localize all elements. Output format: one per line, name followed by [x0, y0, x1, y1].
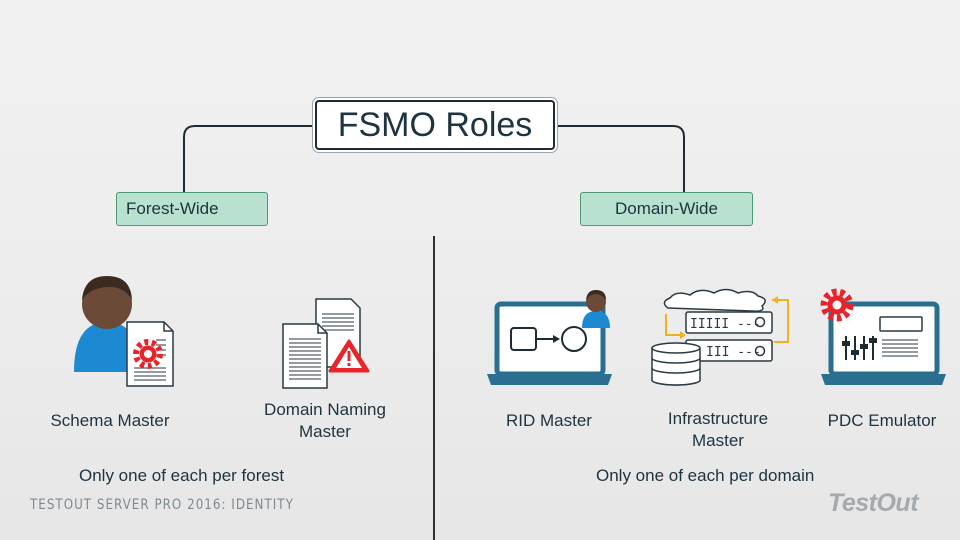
pdc-emulator-icon: [820, 288, 946, 385]
role-label-rid-master: RID Master: [506, 411, 592, 430]
role-label-domain-naming-master: Domain Naming Master: [250, 399, 400, 443]
schema-master-icon: [74, 276, 174, 387]
testout-logo: TestOut: [828, 489, 919, 517]
role-label-infrastructure-line1: Infrastructure: [667, 409, 769, 428]
role-label-schema-master: Schema Master: [50, 411, 170, 430]
diagram-title: FSMO Roles: [315, 100, 555, 150]
server-row1-label: IIIII ---: [690, 317, 760, 332]
connector-domain: [551, 125, 685, 192]
server-row2-label: III ---: [706, 345, 761, 360]
note-forest: Only one of each per forest: [79, 466, 285, 485]
role-label-infrastructure-line2: Master: [692, 431, 744, 450]
rid-master-icon: [487, 290, 612, 385]
role-label-domain-naming-line1: Domain Naming: [264, 400, 386, 419]
role-label-infrastructure-master: Infrastructure Master: [653, 408, 783, 452]
role-label-pdc-emulator: PDC Emulator: [827, 411, 937, 430]
note-domain: Only one of each per domain: [596, 466, 815, 485]
connector-forest: [183, 125, 315, 192]
category-forest-wide: Forest-Wide: [116, 192, 268, 226]
infrastructure-master-icon: IIIII --- III ---: [651, 288, 789, 386]
domain-naming-master-icon: [282, 298, 370, 389]
role-label-domain-naming-line2: Master: [299, 422, 351, 441]
category-domain-wide: Domain-Wide: [580, 192, 753, 226]
footer-caption: TESTOUT SERVER PRO 2016: IDENTITY: [30, 497, 294, 513]
